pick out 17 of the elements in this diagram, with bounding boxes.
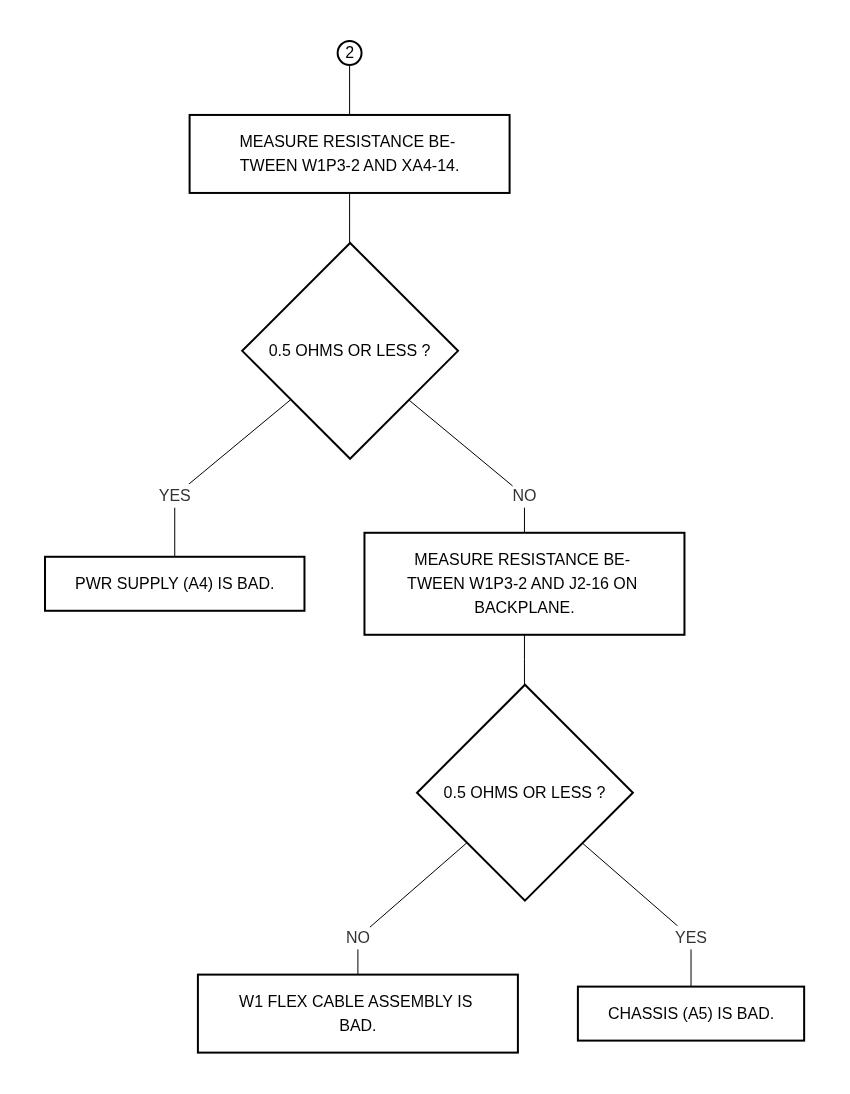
connector — [408, 399, 526, 534]
edge-label: NO — [346, 928, 371, 946]
node-diamond: 0.5 OHMS OR LESS ? — [241, 241, 460, 461]
edge-label: YES — [159, 486, 192, 504]
edge-label: YES — [675, 928, 708, 946]
node-circle: 2 — [337, 40, 363, 67]
connector — [524, 634, 526, 686]
node-box: PWR SUPPLY (A4) IS BAD. — [44, 555, 306, 612]
node-box: CHASSIS (A5) IS BAD. — [577, 985, 806, 1042]
edge-label: NO — [512, 486, 537, 504]
connector — [349, 192, 351, 244]
node-box: MEASURE RESISTANCE BE- TWEEN W1P3-2 AND J2-16 ON BACKPLANE. — [363, 531, 686, 636]
node-box: MEASURE RESISTANCE BE- TWEEN W1P3-2 AND XA4-14. — [189, 114, 511, 195]
connector — [349, 64, 351, 116]
node-box: W1 FLEX CABLE ASSEMBLY IS BAD. — [197, 973, 520, 1054]
connector — [357, 842, 468, 976]
node-diamond: 0.5 OHMS OR LESS ? — [416, 683, 635, 903]
